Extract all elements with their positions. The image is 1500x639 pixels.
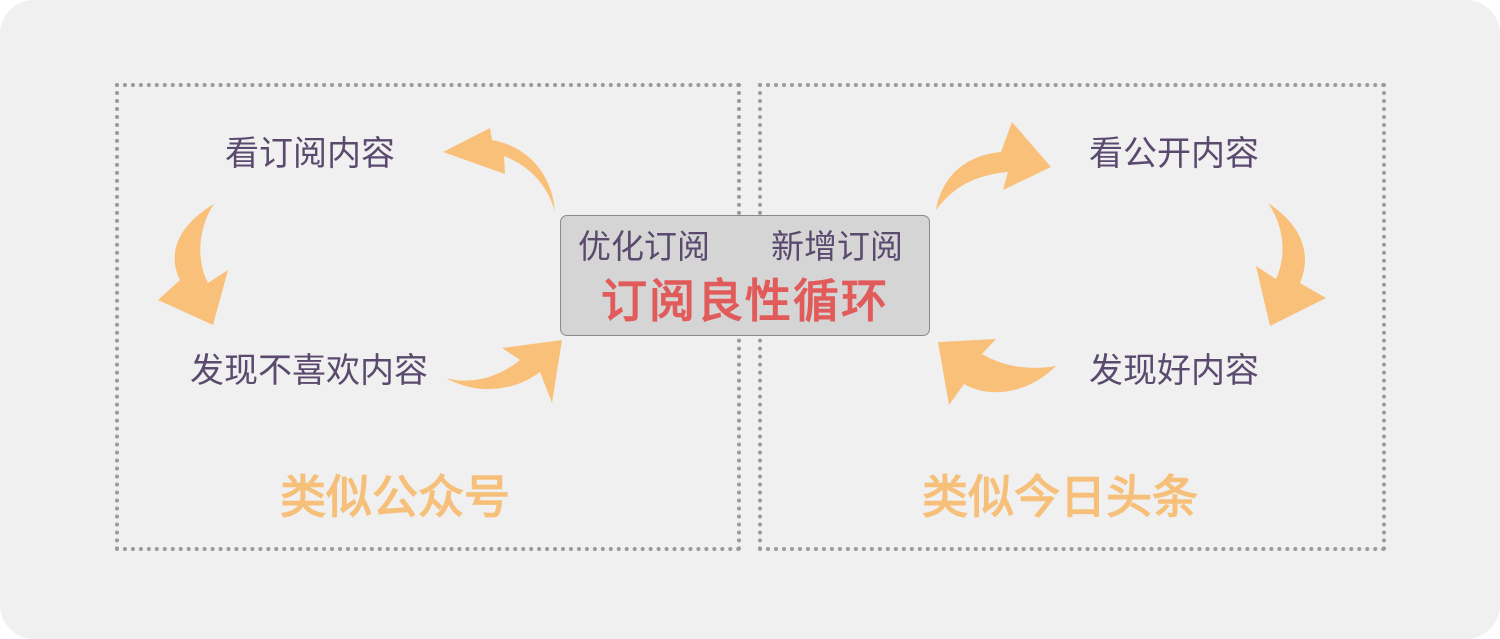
right-arrow-down-icon [1256, 203, 1326, 326]
left-arrow-down-icon [158, 204, 228, 325]
center-cycle-box: 优化订阅 新增订阅 订阅良性循环 [560, 215, 930, 336]
left-step-bottom-label: 发现不喜欢内容 [190, 351, 428, 391]
right-arrow-up-icon [936, 122, 1051, 210]
left-arrow-right-icon [446, 340, 562, 403]
right-panel-title: 类似今日头条 [922, 470, 1198, 524]
right-step-bottom-label: 发现好内容 [1089, 351, 1259, 391]
virtuous-cycle-title: 订阅良性循环 [601, 274, 889, 328]
left-arrow-up-icon [443, 128, 555, 212]
left-panel-title: 类似公众号 [280, 470, 510, 524]
right-arrow-left-icon [938, 339, 1056, 405]
left-step-top-label: 看订阅内容 [225, 134, 395, 174]
right-step-top-label: 看公开内容 [1089, 134, 1259, 174]
add-subscription-label: 新增订阅 [771, 227, 903, 266]
optimize-subscription-label: 优化订阅 [578, 227, 710, 266]
